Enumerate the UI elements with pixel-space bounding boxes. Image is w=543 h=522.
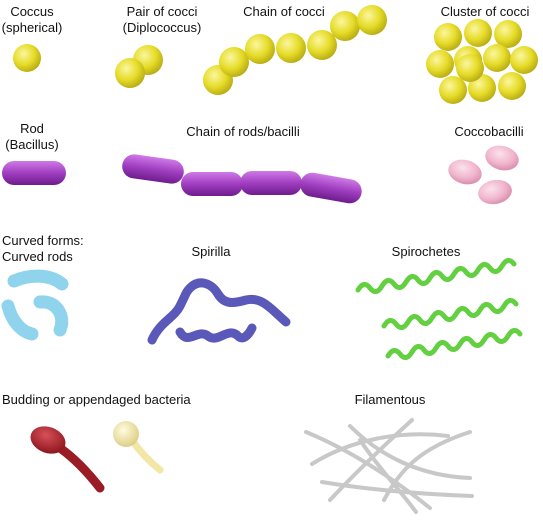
chain-of-rods-illustration [122, 154, 362, 204]
label-rod-line2: (Bacillus) [5, 137, 59, 152]
label-chain-of-cocci: Chain of cocci [243, 4, 325, 19]
label-spirilla: Spirilla [191, 244, 231, 259]
label-filamentous: Filamentous [354, 392, 426, 407]
label-diplococcus: Pair of cocci (Diplococcus) [112, 4, 212, 36]
label-budding: Budding or appendaged bacteria [2, 392, 191, 407]
label-chain-of-rods: Chain of rods/bacilli [186, 124, 300, 139]
label-diplococcus-line2: (Diplococcus) [122, 20, 202, 35]
label-rod-line1: Rod [20, 121, 44, 136]
label-cluster-of-cocci: Cluster of cocci [440, 4, 530, 19]
budding-bacteria-illustration [30, 421, 164, 493]
label-coccus-line1: Coccus [10, 4, 54, 19]
label-rod: Rod (Bacillus) [4, 121, 60, 153]
label-coccus: Coccus (spherical) [0, 4, 64, 36]
cluster-of-cocci-illustration [426, 19, 538, 104]
spirilla-illustration [147, 278, 291, 345]
label-curved-line2: Curved rods [2, 249, 73, 264]
coccobacilli-illustration [448, 145, 519, 205]
label-spirochetes: Spirochetes [391, 244, 461, 259]
label-diplococcus-line1: Pair of cocci [126, 4, 198, 19]
filamentous-illustration [304, 418, 474, 514]
label-curved-line1: Curved forms: [2, 233, 84, 248]
label-curved-forms: Curved forms: Curved rods [2, 233, 102, 265]
coccus-illustration [13, 44, 41, 72]
spirochetes-illustration [355, 258, 523, 360]
chain-of-cocci-illustration [203, 5, 387, 95]
rod-illustration [2, 161, 66, 185]
label-coccobacilli: Coccobacilli [454, 124, 524, 139]
label-coccus-line2: (spherical) [1, 20, 63, 35]
curved-rods-illustration [1, 269, 69, 341]
diplococcus-illustration [115, 45, 163, 88]
